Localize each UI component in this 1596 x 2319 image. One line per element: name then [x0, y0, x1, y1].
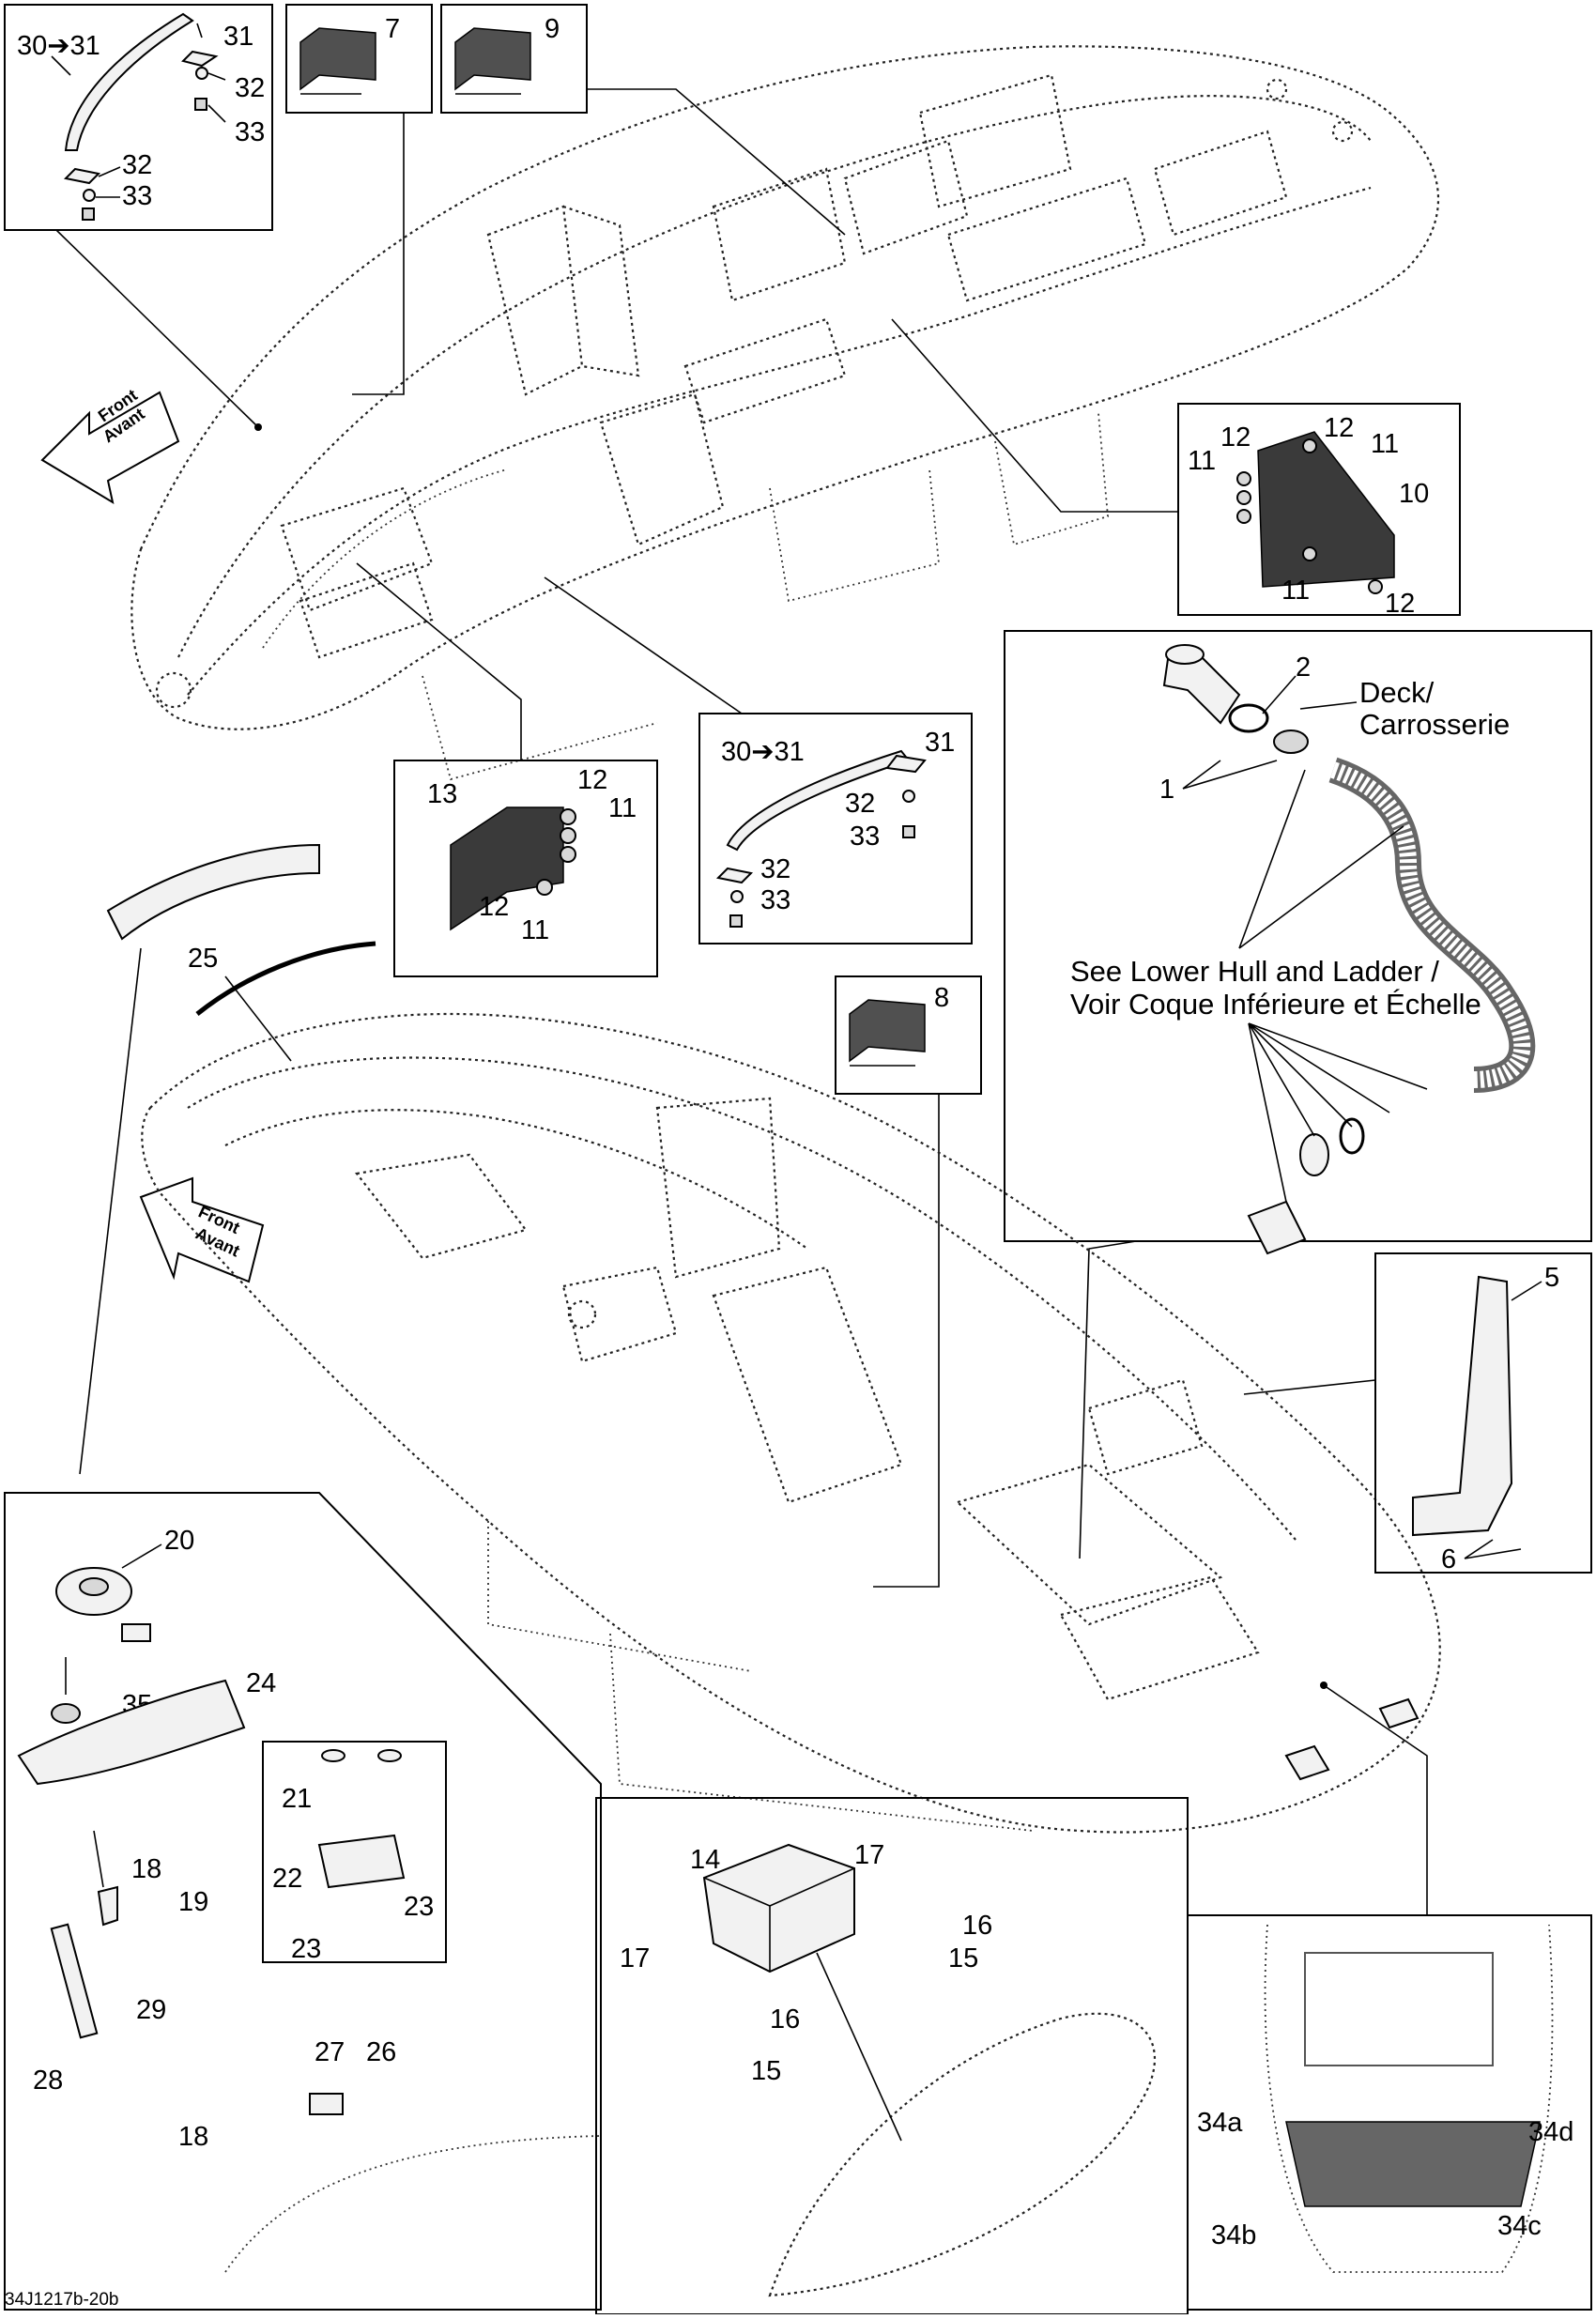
- diagram-code: 34J1217b-20b: [5, 2290, 119, 2310]
- callout-32-lower: 32: [122, 150, 152, 180]
- callout-31-center: 31: [925, 728, 955, 758]
- callout-33-center: 33: [850, 822, 880, 852]
- callout-24: 24: [246, 1668, 276, 1698]
- grille-box-10: 11 12 12 11 10 11 12: [1177, 403, 1461, 619]
- front-arrow-upper: Front Avant: [40, 386, 180, 505]
- callout-14: 14: [690, 1845, 720, 1875]
- callout-23-left: 23: [291, 1934, 321, 1964]
- callout-34d: 34d: [1528, 2117, 1573, 2147]
- callout-11-box13-top: 11: [608, 793, 637, 823]
- foam-box-8: 8: [835, 975, 982, 1095]
- callout-32-center: 32: [845, 789, 875, 819]
- callout-30-31-center: 30➔31: [721, 737, 805, 767]
- callout-34c: 34c: [1497, 2211, 1542, 2241]
- hinge-box: 21 22 23 23: [262, 1741, 447, 1964]
- callout-17-top: 17: [854, 1840, 884, 1870]
- callout-11-top: 11: [1371, 429, 1399, 459]
- hull-note-line1: See Lower Hull and Ladder /: [1070, 955, 1439, 988]
- callout-16-bottom: 16: [770, 2004, 800, 2035]
- foam-box-7: 7: [285, 4, 433, 114]
- callout-23-right: 23: [404, 1892, 434, 1922]
- drain-box: 2 Deck/ Carrosserie 1 See Lower Hull and…: [1004, 630, 1592, 1255]
- callout-26: 26: [366, 2037, 396, 2067]
- callout-12-box13-bottom: 12: [479, 892, 509, 922]
- grille-box-13: 13 12 11 12 11: [393, 760, 658, 977]
- foam-box-9: 9: [440, 4, 588, 114]
- callout-5: 5: [1544, 1263, 1559, 1293]
- rear-view-box: 34a 34d 34b 34c: [1187, 1914, 1592, 2311]
- callout-12-bottom: 12: [1385, 589, 1415, 619]
- callout-30-31: 30➔31: [17, 31, 100, 61]
- callout-33: 33: [235, 117, 265, 147]
- callout-12-top: 12: [1324, 413, 1354, 443]
- callout-29: 29: [136, 1995, 166, 2025]
- hull-note-line2: Voir Coque Inférieure et Échelle: [1070, 988, 1481, 1021]
- callout-7: 7: [385, 14, 400, 44]
- callout-32: 32: [235, 73, 265, 103]
- callout-8: 8: [934, 983, 949, 1013]
- callout-21: 21: [282, 1784, 312, 1814]
- handrail-box: 30➔31 31 32 33 32 33: [4, 4, 273, 231]
- callout-12-box13-top: 12: [577, 765, 607, 795]
- hatch-box: 20 35 24 28 18 19 29 18 27 26: [4, 1492, 602, 2311]
- callout-15-top: 15: [948, 1943, 978, 1973]
- upper-deck-drawing: [130, 45, 1439, 781]
- callout-6: 6: [1441, 1544, 1456, 1574]
- callout-33-lower: 33: [122, 181, 152, 211]
- callout-34a: 34a: [1197, 2108, 1243, 2138]
- callout-16-top: 16: [962, 1911, 992, 1941]
- callout-34b: 34b: [1211, 2220, 1256, 2250]
- callout-9: 9: [545, 14, 560, 44]
- callout-32-center-lower: 32: [760, 854, 790, 884]
- callout-25: 25: [188, 944, 218, 974]
- callout-17-bottom: 17: [620, 1943, 650, 1973]
- callout-15-bottom: 15: [751, 2056, 781, 2086]
- callout-20: 20: [164, 1526, 194, 1556]
- callout-11-bottom: 11: [1281, 576, 1310, 606]
- deck-note-line1: Deck/: [1359, 676, 1435, 709]
- lower-deck-drawing: [141, 1012, 1441, 1834]
- callout-27: 27: [315, 2037, 345, 2067]
- cooler-box: 14 17 16 15 17 16 15: [595, 1797, 1189, 2315]
- callout-1: 1: [1159, 775, 1174, 805]
- callout-31: 31: [223, 22, 253, 52]
- callout-18: 18: [131, 1854, 161, 1884]
- callout-22: 22: [272, 1864, 302, 1894]
- callout-28: 28: [33, 2066, 63, 2096]
- deck-note-line2: Carrosserie: [1359, 708, 1510, 741]
- panel-box-5: 5 6: [1374, 1252, 1592, 1574]
- callout-19: 19: [178, 1887, 208, 1917]
- callout-11-box13-bottom: 11: [521, 915, 549, 945]
- callout-10: 10: [1399, 479, 1429, 509]
- callout-33-center-lower: 33: [760, 885, 790, 915]
- callout-2: 2: [1296, 653, 1311, 683]
- front-arrow-lower: Front Avant: [139, 1176, 265, 1283]
- cover-plate: 25: [106, 843, 376, 1062]
- callout-13: 13: [427, 779, 457, 809]
- callout-18-lower: 18: [178, 2122, 208, 2152]
- callout-12-left: 12: [1220, 422, 1251, 453]
- callout-11-left: 11: [1188, 446, 1216, 476]
- handrail-box-center: 30➔31 31 32 33 32 33: [698, 713, 973, 944]
